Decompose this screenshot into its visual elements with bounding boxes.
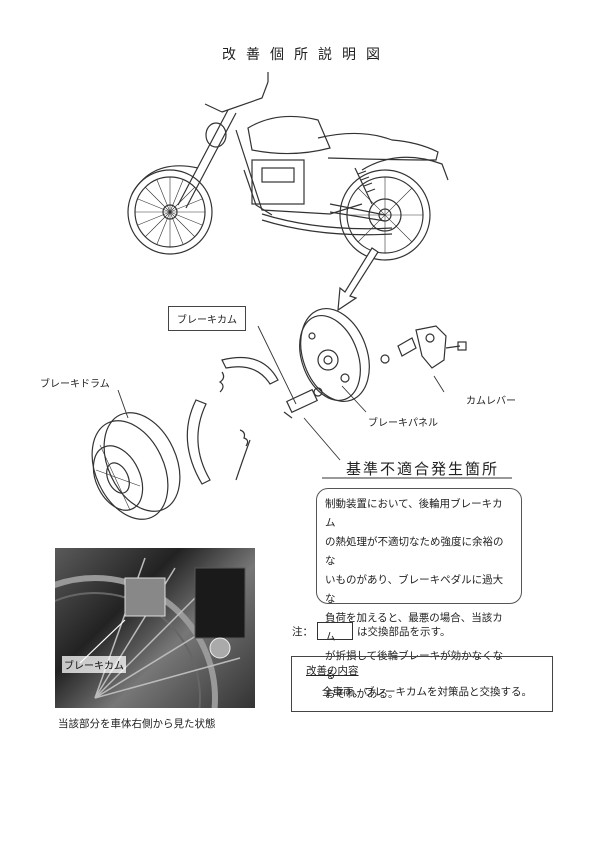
brake-panel-illustration (299, 307, 370, 403)
improvement-title: 改善の内容 (306, 665, 359, 677)
brake-panel-label: ブレーキパネル (368, 418, 438, 429)
defect-description: 制動装置において、後輪用ブレーキカム の熱処理が不適切なため強度に余裕のな いも… (316, 488, 522, 700)
brake-cam-label: ブレーキカム (168, 306, 246, 331)
defect-location-heading: 基準不適合発生箇所 (346, 460, 500, 478)
defect-line: おそれがある。 (325, 688, 399, 700)
improvement-box: 改善の内容 全車両、ブレーキカムを対策品と交換する。 (291, 656, 553, 712)
note-prefix: 注： (292, 625, 313, 638)
cam-lever-label: カムレバー (466, 396, 516, 407)
brake-drum-label: ブレーキドラム (40, 379, 110, 390)
motorcycle-illustration (127, 72, 449, 261)
cam-lever-illustration (415, 325, 467, 369)
brake-shoes-illustration (186, 356, 279, 485)
defect-line: 制動装置において、後輪用ブレーキカム (325, 498, 503, 529)
page-title: 改善個所説明図 (222, 47, 390, 63)
photo-brake-cam-label: ブレーキカム (62, 656, 126, 673)
improvement-text: 全車両、ブレーキカムを対策品と交換する。 (322, 686, 532, 698)
brake-drum-illustration (91, 412, 181, 520)
defect-line: の熱処理が不適切なため強度に余裕のな (325, 536, 504, 567)
photo-caption: 当該部分を車体右側から見た状態 (58, 718, 216, 730)
brake-photo (55, 548, 255, 708)
heading-underline (322, 477, 512, 479)
brake-cam-illustration (283, 387, 323, 419)
defect-line: 負荷を加えると、最悪の場合、当該カム (325, 612, 503, 643)
defect-line: いものがあり、ブレーキペダルに過大な (325, 574, 504, 605)
note-suffix: は交換部品を示す。 (357, 625, 451, 638)
replacement-note: 注： は交換部品を示す。 (292, 622, 450, 640)
replacement-box-sample (317, 622, 353, 640)
